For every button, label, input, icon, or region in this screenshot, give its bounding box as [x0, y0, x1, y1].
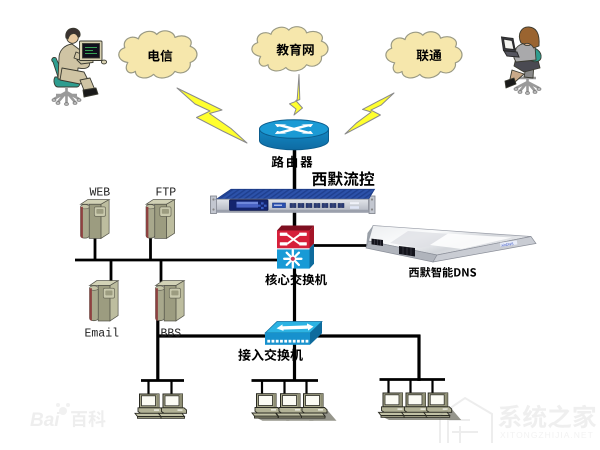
svg-text:Bai: Bai [30, 410, 60, 431]
svg-text:xinDNS: xinDNS [501, 242, 514, 248]
svg-text:BBS: BBS [161, 328, 182, 341]
svg-text:XITONGZHIJIA.NET: XITONGZHIJIA.NET [500, 430, 594, 440]
svg-text:Email: Email [85, 328, 120, 341]
svg-text:FTP: FTP [156, 187, 177, 200]
svg-text:WEB: WEB [90, 187, 111, 200]
